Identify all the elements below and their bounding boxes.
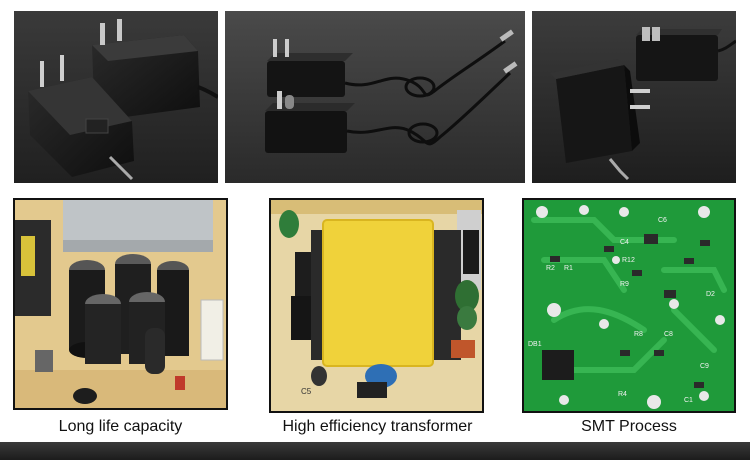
pcb-label-c1: C1 [684, 397, 693, 404]
pcb-label-c5: C5 [301, 387, 312, 396]
pcb-label-c4: C4 [620, 239, 629, 246]
pcb-label-c6: C6 [658, 217, 667, 224]
adapters-two-plugs-photo [14, 11, 218, 183]
adapters-two-plugs-graphic [14, 11, 218, 183]
pcb-label-r4: R4 [618, 391, 627, 398]
adapters-with-cables-photo [225, 11, 525, 183]
caption-high-efficiency-transformer: High efficiency transformer [282, 418, 473, 435]
caption-long-life-capacity: Long life capacity [58, 418, 183, 435]
transformer-board-photo: C5 [269, 198, 484, 413]
pcb-label-r1: R1 [564, 265, 573, 272]
capacitor-board-graphic [15, 200, 226, 408]
pcb-label-r8: R8 [634, 331, 643, 338]
adapters-with-cables-graphic [225, 11, 525, 183]
capacitor-group [69, 254, 189, 374]
smt-pcb-graphic: C6 R12 R1 R2 R9 C4 D2 R4 DB1 R8 C8 C9 C1 [524, 200, 734, 411]
pcb-label-db1: DB1 [528, 341, 542, 348]
caption-smt-process: SMT Process [581, 418, 677, 435]
pcb-label-d2: D2 [706, 291, 715, 298]
bottom-bar [0, 442, 750, 460]
smt-pcb-photo: C6 R12 R1 R2 R9 C4 D2 R4 DB1 R8 C8 C9 C1 [522, 198, 736, 413]
pcb-label-c8: C8 [664, 331, 673, 338]
pcb-label-r2: R2 [546, 265, 555, 272]
capacitor-board-photo [13, 198, 228, 410]
adapter-pair-side-photo [532, 11, 736, 183]
transformer-yellow-tape [323, 220, 433, 366]
bridge-rectifier [542, 350, 574, 380]
pcb-label-r12: R12 [622, 257, 635, 264]
pcb-label-r9: R9 [620, 281, 629, 288]
transformer-board-graphic: C5 [271, 200, 482, 411]
pcb-label-c9: C9 [700, 363, 709, 370]
adapter-pair-side-graphic [532, 11, 736, 183]
